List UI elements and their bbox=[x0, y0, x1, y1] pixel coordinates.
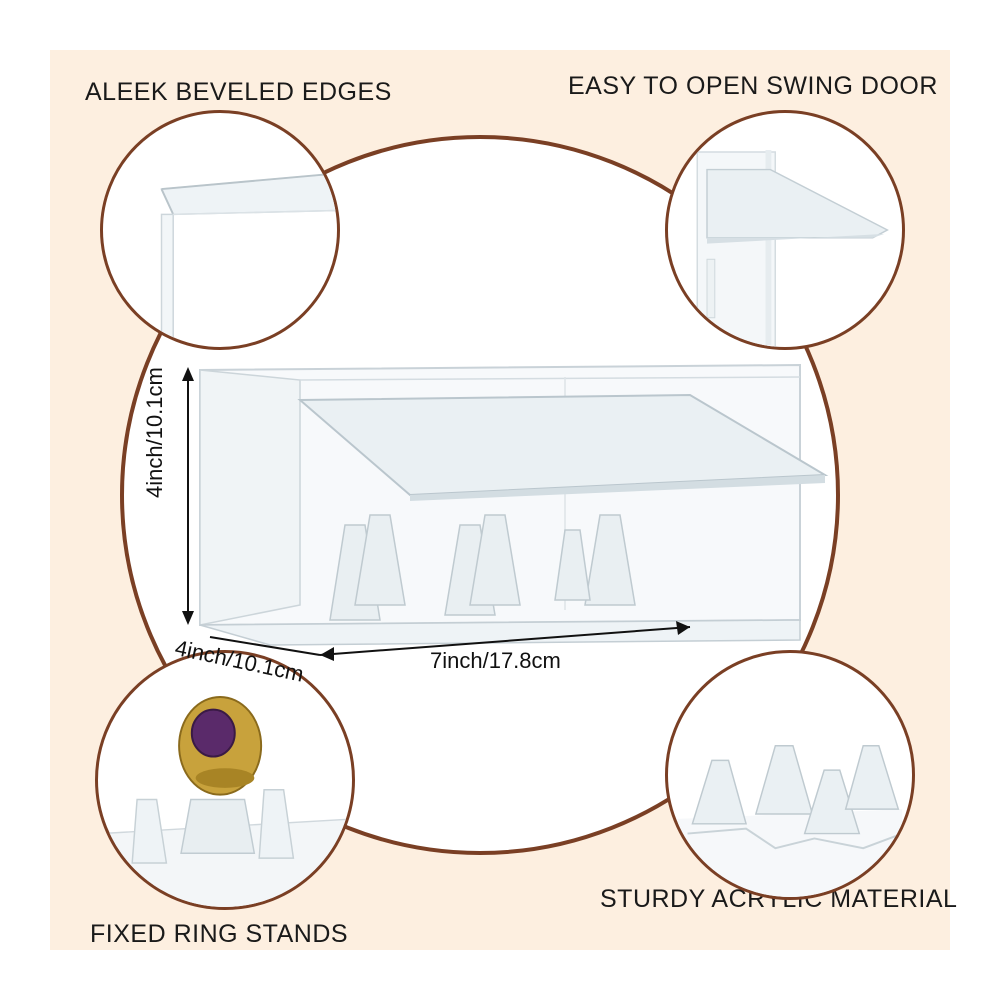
swing-door-illustration bbox=[696, 150, 889, 347]
caption-ring-stands: FIXED RING STANDS bbox=[90, 920, 349, 948]
ring-stand-illustration bbox=[98, 695, 352, 907]
detail-circle-acrylic-material bbox=[665, 650, 915, 900]
dimension-width-label: 7inch/17.8cm bbox=[430, 648, 561, 673]
ring-gem-icon bbox=[190, 708, 236, 758]
acrylic-stand-illustration bbox=[677, 744, 903, 897]
caption-swing-door: EASY TO OPEN SWING DOOR bbox=[568, 72, 938, 100]
caption-beveled-edges: ALEEK BEVELED EDGES bbox=[85, 78, 392, 106]
detail-circle-ring-stands bbox=[95, 650, 355, 910]
display-case-illustration bbox=[170, 355, 830, 675]
display-case-svg bbox=[182, 363, 829, 661]
dimension-height-label: 4inch/10.1cm bbox=[142, 367, 167, 498]
detail-circle-swing-door bbox=[665, 110, 905, 350]
detail-circle-beveled-edges bbox=[100, 110, 340, 350]
beveled-edge-illustration bbox=[160, 172, 337, 347]
